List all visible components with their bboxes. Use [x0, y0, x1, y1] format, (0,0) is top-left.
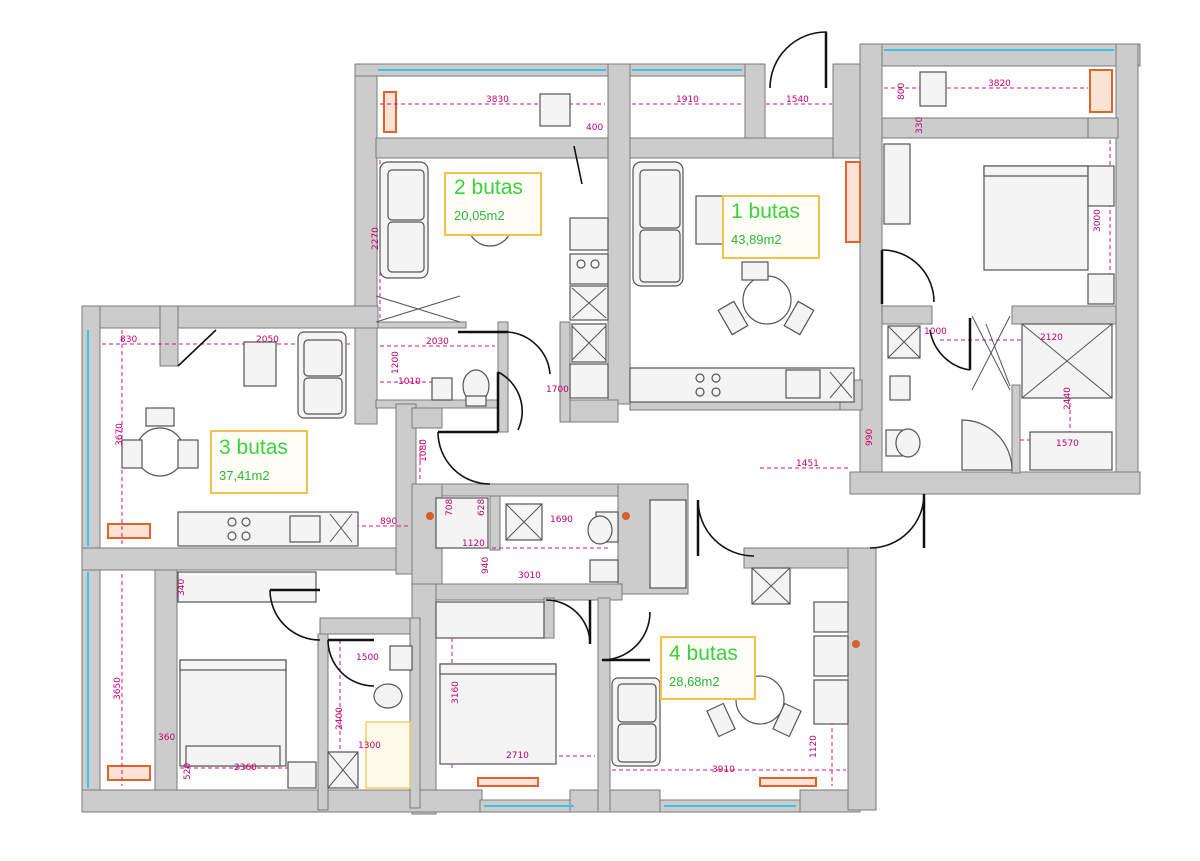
dim-708: 708 — [445, 499, 455, 516]
apartment-area-3: 37,41m2 — [219, 468, 270, 483]
door-swings — [177, 31, 971, 687]
dim-3160: 3160 — [451, 681, 461, 704]
dim-400: 400 — [586, 123, 603, 133]
apartment-area-1: 43,89m2 — [731, 232, 782, 247]
dim-2030: 2030 — [426, 337, 449, 347]
dim-3820: 3820 — [988, 79, 1011, 89]
apartment-label-box-1 — [722, 195, 820, 259]
dim-1010: 1010 — [398, 377, 421, 387]
radiators — [107, 69, 1113, 787]
dim-1300: 1300 — [358, 741, 381, 751]
dim-1000: 1000 — [924, 327, 947, 337]
dimension-labels: 3830 1910 1540 3820 400 800 330 2270 300… — [113, 79, 1103, 780]
dim-340: 340 — [177, 579, 187, 596]
dim-1080: 1080 — [419, 439, 429, 462]
dim-2120: 2120 — [1040, 333, 1063, 343]
dim-800: 800 — [897, 83, 907, 100]
dim-2050: 2050 — [256, 335, 279, 345]
dim-3910: 3910 — [712, 765, 735, 775]
dim-1120-b: 1120 — [809, 735, 819, 758]
dim-330: 330 — [915, 117, 925, 134]
dim-360: 360 — [158, 733, 175, 743]
dim-2270: 2270 — [371, 227, 381, 250]
windows — [87, 49, 1114, 807]
dim-1200: 1200 — [391, 351, 401, 374]
dim-520: 520 — [183, 763, 193, 780]
apartment-name-4: 4 butas — [669, 642, 738, 665]
apartment-name-3: 3 butas — [219, 436, 288, 459]
dim-990: 990 — [865, 429, 875, 446]
dim-1690: 1690 — [550, 515, 573, 525]
dim-1570: 1570 — [1056, 439, 1079, 449]
furniture — [121, 71, 1115, 789]
door-leaves — [270, 32, 972, 662]
dim-1700: 1700 — [546, 385, 569, 395]
apartment-label-box-2 — [444, 172, 542, 236]
dim-628: 628 — [477, 499, 487, 516]
apartment-label-box-4 — [660, 636, 756, 700]
dim-2400: 2400 — [335, 707, 345, 730]
dim-890: 890 — [380, 517, 397, 527]
electric-markers — [426, 512, 860, 648]
dim-1910: 1910 — [676, 95, 699, 105]
dim-2360: 2360 — [234, 763, 257, 773]
dim-1540: 1540 — [786, 95, 809, 105]
dim-3670: 3670 — [115, 423, 125, 446]
dim-3650: 3650 — [113, 677, 123, 700]
fixture-crosses — [327, 287, 1113, 789]
dim-1500: 1500 — [356, 653, 379, 663]
dim-2440: 2440 — [1063, 387, 1073, 410]
dim-2710: 2710 — [506, 751, 529, 761]
dim-830: 830 — [120, 335, 137, 345]
apartment-label-box-3 — [210, 430, 308, 494]
dim-940: 940 — [481, 557, 491, 574]
dim-1451: 1451 — [796, 459, 819, 469]
apartment-area-4: 28,68m2 — [669, 674, 720, 689]
dim-3830: 3830 — [486, 95, 509, 105]
apartment-area-2: 20,05m2 — [454, 208, 505, 223]
dim-3000: 3000 — [1093, 209, 1103, 232]
dim-1120: 1120 — [462, 539, 485, 549]
apartment-name-2: 2 butas — [454, 176, 523, 199]
apartment-name-1: 1 butas — [731, 200, 800, 223]
dim-3010: 3010 — [518, 571, 541, 581]
